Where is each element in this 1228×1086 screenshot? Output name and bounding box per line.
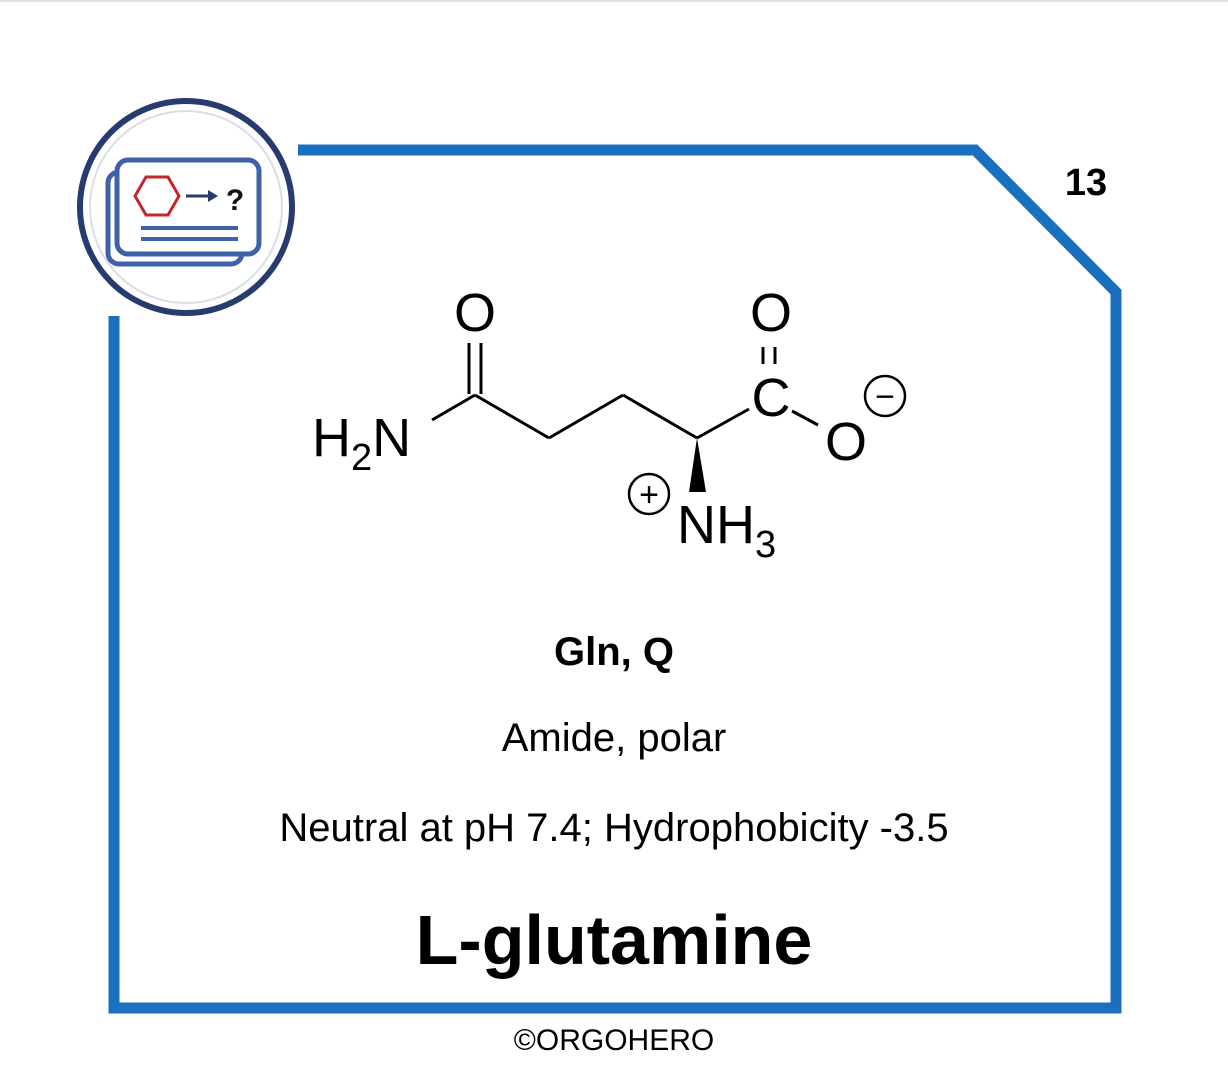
carboxyl-oxygen-double: O bbox=[750, 283, 792, 343]
copyright-notice: ©ORGOHERO bbox=[513, 1024, 715, 1057]
hexagon-icon bbox=[133, 175, 181, 217]
negative-charge-icon: − bbox=[863, 374, 907, 418]
arrow-icon bbox=[208, 190, 218, 202]
charge-hydrophobicity-info: Neutral at pH 7.4; Hydrophobicity -3.5 bbox=[279, 806, 949, 850]
stereo-wedge-bond bbox=[689, 438, 706, 492]
glutamine-structure: O H2N O C O NH3 + − bbox=[312, 283, 907, 566]
card-number: 13 bbox=[1064, 162, 1108, 204]
amide-nitrogen: H2N bbox=[312, 408, 411, 479]
amino-acid-abbreviation: Gln, Q bbox=[554, 630, 674, 674]
question-mark-icon: ? bbox=[226, 184, 244, 217]
top-divider bbox=[0, 0, 1228, 2]
amino-acid-name: L-glutamine bbox=[415, 901, 813, 979]
positive-charge-icon: + bbox=[627, 472, 671, 516]
orgohero-logo: ? bbox=[77, 98, 295, 316]
ammonium-group: NH3 bbox=[677, 495, 776, 566]
carboxyl-carbon: C bbox=[752, 368, 791, 428]
amide-oxygen: O bbox=[454, 283, 496, 343]
svg-text:−: − bbox=[875, 378, 895, 416]
carboxylate-oxygen: O bbox=[825, 412, 867, 472]
side-chain-classification: Amide, polar bbox=[501, 716, 727, 760]
svg-text:+: + bbox=[639, 476, 659, 514]
card-border bbox=[108, 144, 1122, 1014]
